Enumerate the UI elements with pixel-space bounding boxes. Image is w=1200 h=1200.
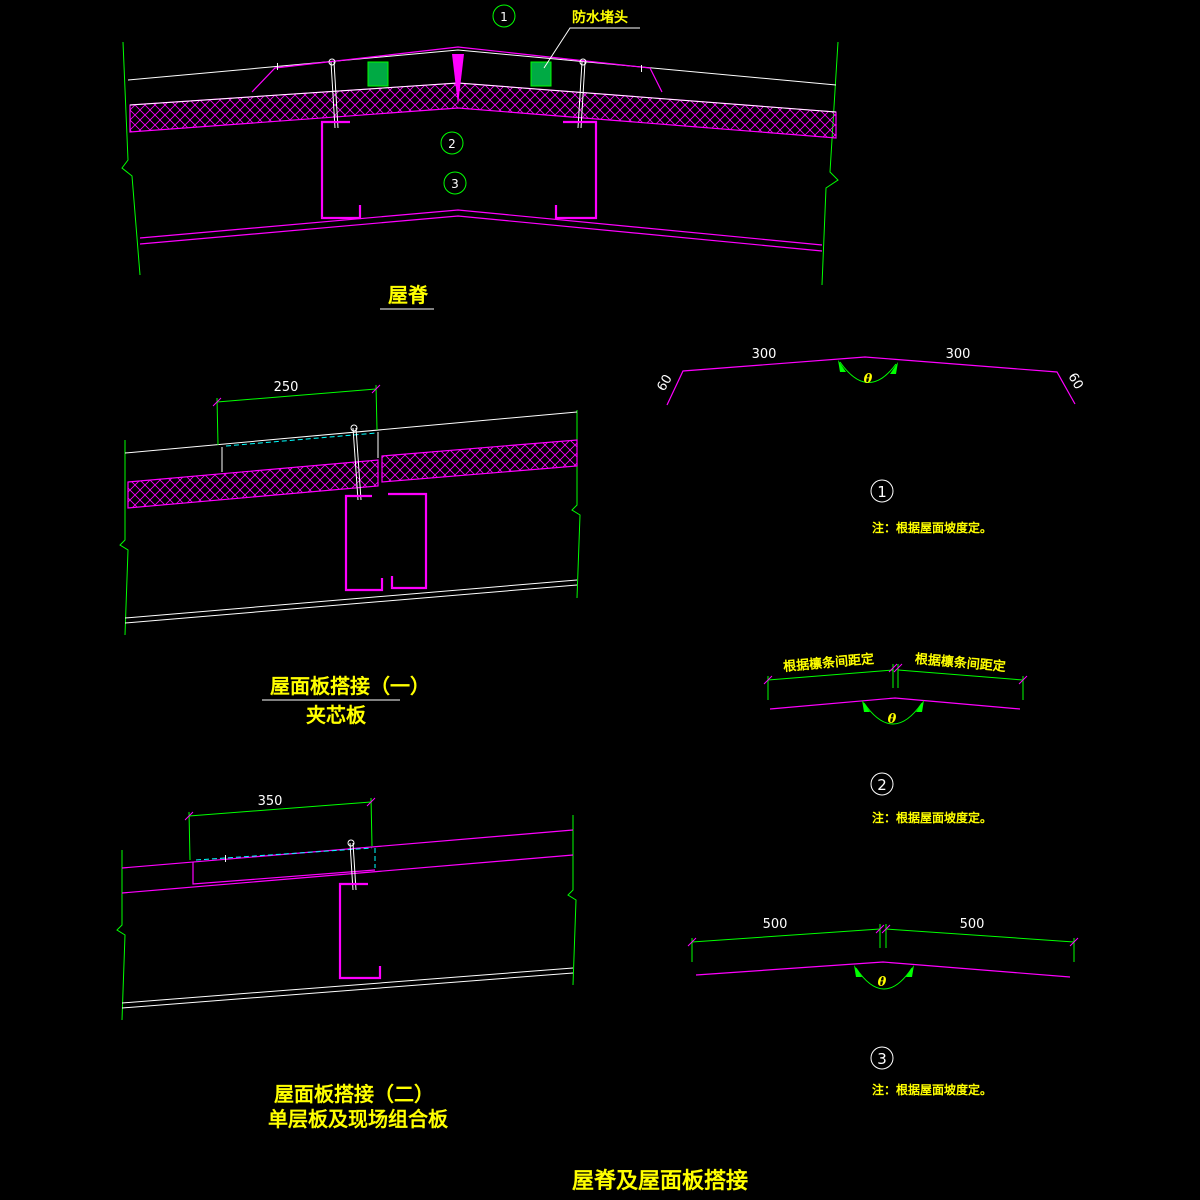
detail2-note: 注：根据屋面坡度定。 bbox=[872, 810, 992, 825]
detail2-dim-right: 根据檩条间距定 bbox=[914, 651, 1006, 675]
detail2-marker: 2 bbox=[877, 776, 887, 794]
svg-text:I: I bbox=[224, 854, 227, 865]
detail3-outline bbox=[695, 961, 1071, 978]
detail3-dim-right: 500 bbox=[960, 917, 985, 932]
svg-text:I: I bbox=[276, 62, 279, 73]
ridge-seal bbox=[452, 54, 464, 105]
lap2-top-panel bbox=[121, 829, 574, 869]
detail1-dim-left: 300 bbox=[752, 347, 777, 362]
detail3-angle-arc bbox=[855, 967, 913, 990]
detail1-dim-right-leg: 60 bbox=[1065, 371, 1086, 393]
lap1-overlap-dashed bbox=[225, 432, 377, 447]
lap1-fastener bbox=[350, 424, 362, 501]
callout-label: 防水堵头 bbox=[572, 9, 628, 26]
foam-closure-left bbox=[367, 61, 389, 87]
lap2-bottom-panel bbox=[121, 854, 574, 894]
purlin-right bbox=[554, 120, 598, 220]
ridge-title: 屋脊 bbox=[388, 283, 429, 307]
fastener-left bbox=[328, 58, 339, 129]
detail2-profile: 根据檩条间距定 根据檩条间距定 θ 2 注：根据屋面坡度定。 bbox=[763, 651, 1028, 825]
insulation-panel bbox=[129, 82, 837, 139]
lap2-purlin bbox=[338, 882, 382, 980]
fastener-right bbox=[577, 58, 587, 129]
lap1-purlin-left bbox=[344, 494, 384, 592]
detail3-dim-left: 500 bbox=[763, 917, 788, 932]
lap2-right-break bbox=[567, 815, 577, 986]
svg-text:1: 1 bbox=[500, 10, 508, 24]
lap1-title: 屋面板搭接（一） bbox=[270, 674, 430, 698]
detail2-outline bbox=[769, 697, 1021, 710]
lap1-left-break bbox=[119, 440, 129, 636]
purlin-left bbox=[320, 120, 362, 220]
left-break-line bbox=[121, 41, 141, 276]
lap1-right-break bbox=[571, 410, 581, 599]
lap1-dimension: 250 bbox=[212, 380, 381, 446]
svg-text:250: 250 bbox=[274, 380, 299, 395]
lap1-detail: 250 屋面板搭接（一） 夹芯板 bbox=[119, 380, 581, 727]
ridge-detail: I I 1 2 3 防水堵头 屋脊 bbox=[121, 4, 839, 310]
detail3-profile: 500 500 θ 3 注：根据屋面坡度定。 bbox=[687, 917, 1079, 1097]
detail1-marker: 1 bbox=[877, 483, 887, 501]
ridge-cap bbox=[251, 46, 663, 93]
detail1-outline bbox=[666, 356, 1076, 406]
foam-closure-right bbox=[530, 61, 552, 87]
lap2-subtitle: 单层板及现场组合板 bbox=[268, 1107, 449, 1131]
lap2-left-break bbox=[116, 850, 126, 1021]
detail1-note: 注：根据屋面坡度定。 bbox=[872, 520, 992, 535]
detail2-angle: θ bbox=[888, 712, 897, 727]
bottom-sheet-bottom bbox=[139, 215, 823, 252]
lap2-detail: I 350 屋面板搭接（二） 单层板及现场组合板 bbox=[116, 794, 577, 1131]
lap2-fastener bbox=[347, 839, 357, 891]
lap1-subtitle: 夹芯板 bbox=[306, 703, 367, 727]
right-break-line bbox=[821, 41, 839, 286]
lap2-dimension: 350 bbox=[184, 794, 376, 861]
lap1-purlin-right bbox=[388, 492, 428, 590]
detail1-profile: 300 300 60 60 θ 1 注：根据屋面坡度定。 bbox=[654, 347, 1085, 535]
marker-2: 2 bbox=[440, 131, 464, 155]
detail1-dim-left-leg: 60 bbox=[654, 372, 675, 394]
detail2-angle-arc bbox=[863, 702, 923, 725]
detail2-dim-left: 根据檩条间距定 bbox=[783, 651, 875, 675]
detail3-marker: 3 bbox=[877, 1050, 887, 1068]
lap1-left-panel bbox=[127, 459, 379, 509]
bottom-sheet-top bbox=[139, 209, 823, 246]
svg-text:I: I bbox=[640, 64, 643, 75]
lap2-title: 屋面板搭接（二） bbox=[274, 1082, 434, 1106]
detail1-dim-right: 300 bbox=[946, 347, 971, 362]
detail1-angle-arc bbox=[839, 361, 897, 383]
svg-text:350: 350 bbox=[258, 794, 283, 809]
svg-text:3: 3 bbox=[451, 177, 459, 191]
detail3-note: 注：根据屋面坡度定。 bbox=[872, 1082, 992, 1097]
detail3-angle: θ bbox=[878, 975, 887, 990]
sheet-title: 屋脊及屋面板搭接 bbox=[572, 1168, 748, 1194]
marker-1: 1 bbox=[492, 4, 516, 28]
lap2-overlap-dashed bbox=[195, 847, 373, 861]
marker-3: 3 bbox=[443, 171, 467, 195]
svg-text:2: 2 bbox=[448, 137, 456, 151]
lap1-top-line bbox=[124, 411, 578, 454]
detail1-angle: θ bbox=[864, 372, 873, 387]
lap1-right-panel bbox=[381, 439, 578, 483]
callout-leader bbox=[543, 27, 640, 69]
ridge-top-line bbox=[127, 49, 837, 86]
